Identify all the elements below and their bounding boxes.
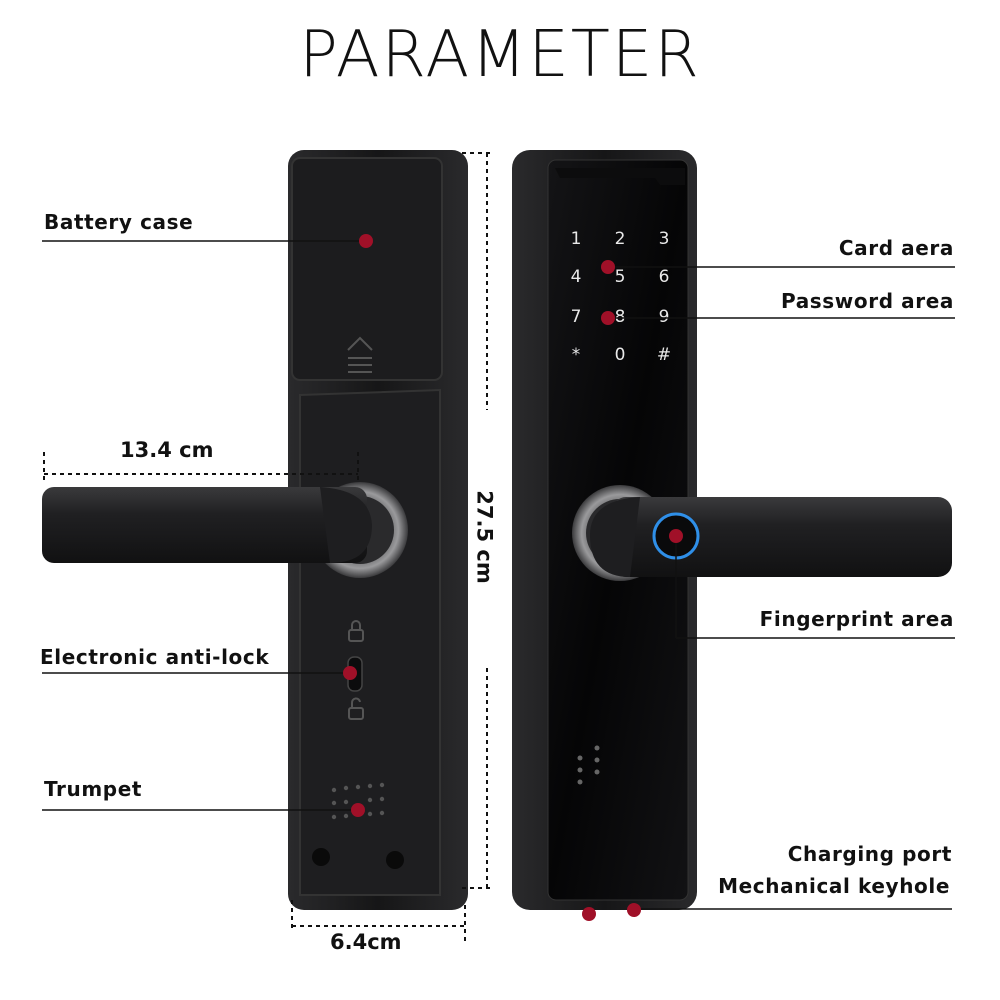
keypad-key: 2: [615, 229, 626, 249]
back-handle: [42, 482, 408, 578]
dimension-lines: [43, 152, 492, 945]
keypad-key: 3: [659, 229, 670, 249]
dimension-width: 6.4cm: [330, 930, 402, 954]
keypad: 1 2 3 4 5 6 7 8 9 * 0 #: [571, 229, 672, 365]
keypad-key: 6: [659, 267, 670, 287]
keypad-key: 8: [615, 307, 626, 327]
keypad-key: *: [572, 345, 581, 365]
dimension-handle-length: 13.4 cm: [120, 438, 214, 462]
page-title: PARAMETER: [299, 18, 701, 92]
keypad-key: 1: [571, 229, 582, 249]
front-handle: [572, 485, 952, 581]
keypad-key: 9: [659, 307, 670, 327]
label-battery-case: Battery case: [44, 210, 194, 234]
eject-icon: [347, 336, 373, 373]
lock-closed-icon: [348, 620, 364, 642]
lock-open-icon: [348, 697, 364, 720]
markers: [343, 234, 683, 921]
label-mechanical-keyhole: Mechanical keyhole: [718, 874, 950, 898]
keypad-key: 7: [571, 307, 582, 327]
label-charging-port: Charging port: [787, 842, 952, 866]
dimension-height: 27.5 cm: [472, 490, 497, 584]
speaker-grille-icon: [331, 782, 385, 820]
leader-lines: [42, 240, 955, 910]
label-electronic-anti-lock: Electronic anti-lock: [40, 645, 270, 669]
front-speaker-icon: [577, 745, 600, 785]
keypad-key: 4: [571, 267, 582, 287]
keypad-key: 5: [615, 267, 626, 287]
label-card-area: Card aera: [838, 236, 954, 260]
keypad-key: 0: [615, 345, 626, 365]
keypad-key: #: [657, 345, 671, 365]
label-password-area: Password area: [780, 289, 954, 313]
label-trumpet: Trumpet: [44, 777, 143, 801]
label-fingerprint-area: Fingerprint area: [759, 607, 954, 631]
